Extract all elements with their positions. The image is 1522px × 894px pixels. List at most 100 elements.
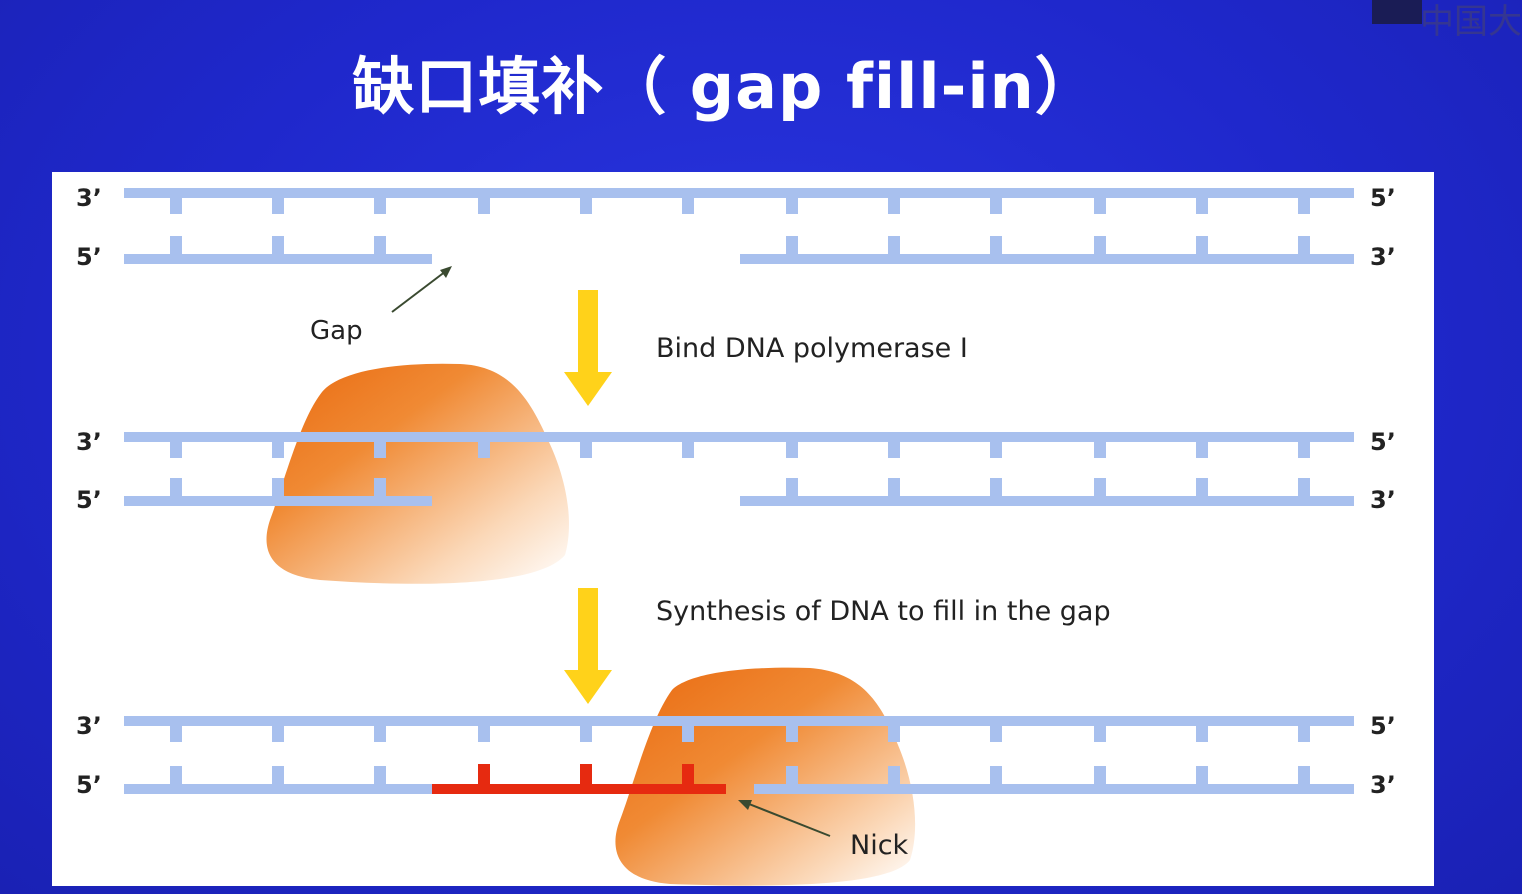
panel2-bottom-strand-left: [124, 496, 432, 506]
panel1-bottom-strand-left: [124, 254, 432, 264]
gap-pointer-line: [391, 267, 451, 313]
panel3-top-base: [272, 726, 284, 742]
panel2-top-base: [1196, 442, 1208, 458]
panel1-bottom-base: [990, 236, 1002, 254]
panel1-bottom-left: 5’: [76, 243, 102, 271]
panel1-top-base: [374, 198, 386, 214]
panel3-bottom-base: [990, 766, 1002, 784]
panel1-top-base: [580, 198, 592, 214]
panel3-bottom-strand-right: [754, 784, 1354, 794]
panel2-bottom-strand-right: [740, 496, 1354, 506]
panel2-top-base: [682, 442, 694, 458]
panel1-top-strand: [124, 188, 1354, 198]
panel1-top-base: [1094, 198, 1106, 214]
arrow-step1: [564, 290, 612, 406]
panel3-bottom-base: [170, 766, 182, 784]
panel2-top-base: [786, 442, 798, 458]
panel3-top-base: [786, 726, 798, 742]
new-dna-base: [682, 764, 694, 784]
arrow-step2: [564, 588, 612, 704]
panel3-top-base: [1298, 726, 1310, 742]
polymerase-1: [266, 363, 569, 584]
panel2-bottom-right: 3’: [1370, 486, 1396, 514]
panel3-top-base: [888, 726, 900, 742]
step1-label: Bind DNA polymerase Ⅰ: [656, 333, 968, 364]
panel3-bottom-base: [888, 766, 900, 784]
panel1-top-base: [272, 198, 284, 214]
panel3-top-base: [1094, 726, 1106, 742]
panel2-top-base: [272, 442, 284, 458]
panel2-top-base: [478, 442, 490, 458]
panel1-top-base: [990, 198, 1002, 214]
panel1-bottom-base: [374, 236, 386, 254]
panel3-bottom-right: 3’: [1370, 771, 1396, 799]
panel2-bottom-base: [1094, 478, 1106, 496]
panel3-top-base: [682, 726, 694, 742]
panel2-top-base: [580, 442, 592, 458]
panel3-top-base: [580, 726, 592, 742]
nick-label: Nick: [850, 830, 909, 861]
panel2-top-left: 3’: [76, 428, 102, 456]
gap-pointer-head: [440, 266, 452, 278]
panel3-top-base: [990, 726, 1002, 742]
panel1-top-left: 3’: [76, 184, 102, 212]
panel2-bottom-base: [1298, 478, 1310, 496]
panel2-bottom-base: [170, 478, 182, 496]
panel3-bottom-base: [374, 766, 386, 784]
nick-pointer-head: [738, 800, 752, 810]
gap-fill-in-diagram: 3’ 5’ 5’ 3’ 3’ 5’ 5’ 3’ 3’ 5’ 5’ 3’ Gap …: [76, 184, 1396, 886]
panel3-bottom-left: 5’: [76, 771, 102, 799]
step2-label: Synthesis of DNA to fill in the gap: [656, 596, 1111, 627]
gap-label: Gap: [310, 316, 363, 346]
panel1-bottom-strand-right: [740, 254, 1354, 264]
panel2-bottom-base: [1196, 478, 1208, 496]
panel1-top-right: 5’: [1370, 184, 1396, 212]
panel1-top-base: [682, 198, 694, 214]
panel2-top-strand: [124, 432, 1354, 442]
panel1-top-base: [1298, 198, 1310, 214]
panel2-top-base: [1298, 442, 1310, 458]
panel1-top-base: [478, 198, 490, 214]
panel2-bottom-base: [374, 478, 386, 496]
panel2-top-right: 5’: [1370, 428, 1396, 456]
panel2-top-base: [1094, 442, 1106, 458]
panel1-bottom-base: [170, 236, 182, 254]
panel1-bottom-base: [1298, 236, 1310, 254]
watermark-logo: [1372, 0, 1422, 24]
panel1-bottom-base: [786, 236, 798, 254]
slide-title: 缺口填补（ gap fill-in）: [352, 50, 1098, 123]
panel2-bottom-base: [272, 478, 284, 496]
panel1-bottom-base: [1094, 236, 1106, 254]
panel1-top-base: [170, 198, 182, 214]
panel3-top-strand: [124, 716, 1354, 726]
panel3-bottom-base: [1298, 766, 1310, 784]
panel1-bottom-base: [1196, 236, 1208, 254]
panel3-top-base: [478, 726, 490, 742]
panel1-bottom-base: [888, 236, 900, 254]
panel3-top-left: 3’: [76, 712, 102, 740]
panel3-top-right: 5’: [1370, 712, 1396, 740]
panel2-top-base: [990, 442, 1002, 458]
panel3-bottom-strand-left: [124, 784, 432, 794]
panel2-top-base: [374, 442, 386, 458]
panel3-top-base: [170, 726, 182, 742]
new-dna-segment: [432, 784, 726, 794]
panel3-bottom-base: [1094, 766, 1106, 784]
panel3-top-base: [1196, 726, 1208, 742]
panel1-top-base: [1196, 198, 1208, 214]
diagram-panel: 3’ 5’ 5’ 3’ 3’ 5’ 5’ 3’ 3’ 5’ 5’ 3’ Gap …: [52, 172, 1434, 886]
panel3-top-base: [374, 726, 386, 742]
new-dna-base: [580, 764, 592, 784]
panel3-bottom-base: [272, 766, 284, 784]
new-dna-base: [478, 764, 490, 784]
panel1-top-base: [888, 198, 900, 214]
panel2-top-base: [170, 442, 182, 458]
panel1-top-base: [786, 198, 798, 214]
watermark-text: 中国大: [1420, 2, 1522, 42]
panel3-bottom-base: [786, 766, 798, 784]
panel2-bottom-base: [990, 478, 1002, 496]
panel2-bottom-base: [786, 478, 798, 496]
panel1-bottom-right: 3’: [1370, 243, 1396, 271]
panel2-bottom-base: [888, 478, 900, 496]
dna-strands: [124, 188, 1354, 794]
